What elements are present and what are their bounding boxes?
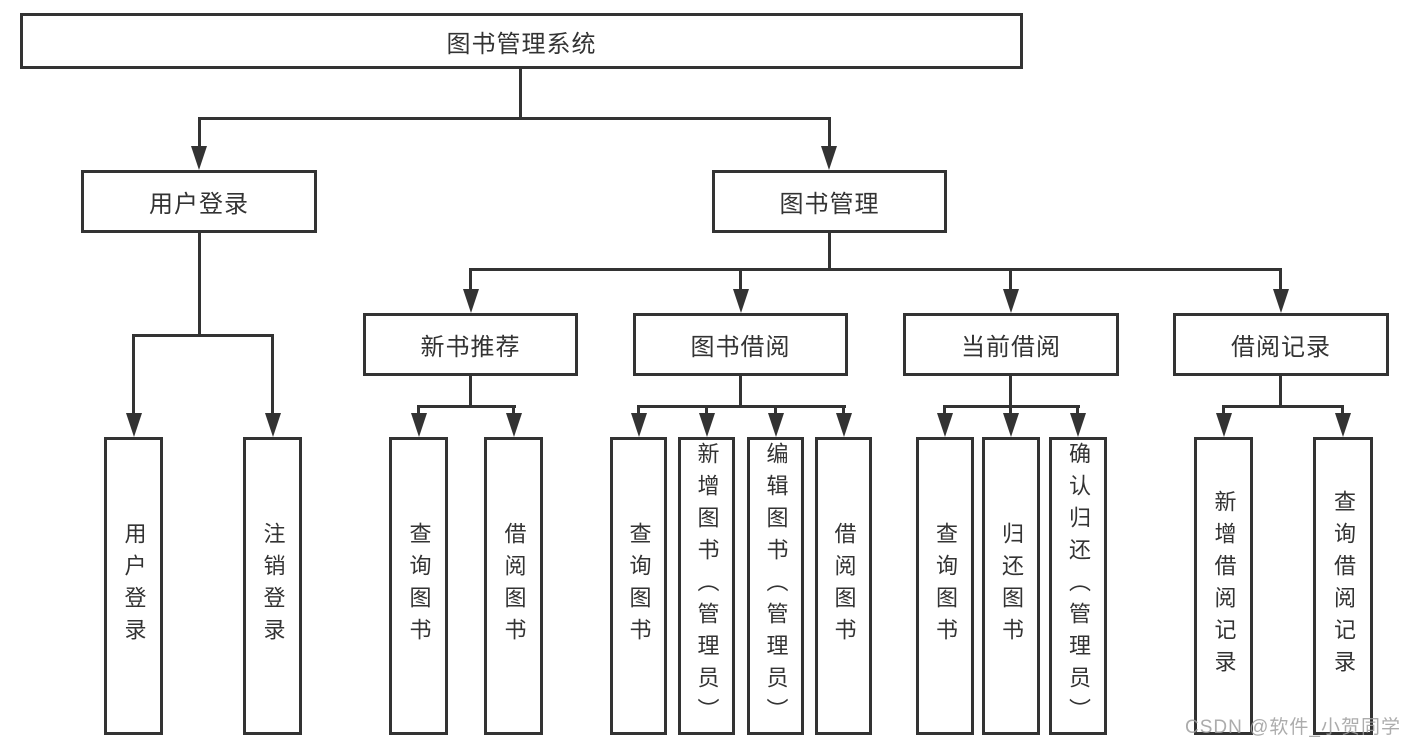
connector-line	[1279, 268, 1282, 291]
node-book-borrow: 图书借阅	[633, 313, 848, 376]
node-borrow-records: 借阅记录	[1173, 313, 1389, 376]
leaf-return-books-label: 归还图书	[999, 522, 1024, 650]
arrow-down	[126, 413, 142, 437]
connector-line	[198, 117, 831, 120]
node-book-borrow-label: 图书借阅	[690, 334, 791, 361]
connector-line	[842, 405, 845, 415]
arrow-down	[768, 413, 784, 437]
leaf-query-books-recommend: 查询图书	[389, 437, 448, 735]
connector-line	[1009, 268, 1012, 291]
connector-line	[828, 233, 831, 270]
connector-line	[519, 69, 522, 120]
connector-line	[705, 405, 708, 415]
arrow-down	[191, 146, 207, 170]
leaf-borrow-books-recommend: 借阅图书	[484, 437, 543, 735]
arrow-down	[1273, 289, 1289, 313]
node-current-borrow-label: 当前借阅	[961, 334, 1061, 361]
leaf-borrow-books: 借阅图书	[815, 437, 872, 735]
leaf-query-books-borrow-label: 查询图书	[626, 522, 652, 650]
leaf-query-books-current-label: 查询图书	[933, 522, 958, 650]
leaf-edit-books-admin: 编辑图书（管理员）	[747, 437, 804, 735]
connector-line	[774, 405, 777, 415]
arrow-down	[265, 413, 281, 437]
connector-line	[417, 405, 516, 408]
connector-line	[1009, 376, 1012, 407]
connector-line	[1076, 405, 1079, 415]
arrow-down	[836, 413, 852, 437]
arrow-down	[1003, 289, 1019, 313]
arrow-down	[1335, 413, 1351, 437]
arrow-down	[1216, 413, 1232, 437]
arrow-down	[937, 413, 953, 437]
arrow-down	[506, 413, 522, 437]
connector-line	[1009, 405, 1012, 415]
node-user-login: 用户登录	[81, 170, 317, 233]
leaf-borrow-books-recommend-label: 借阅图书	[501, 522, 527, 650]
node-root-system: 图书管理系统	[20, 13, 1023, 69]
connector-line	[1222, 405, 1344, 408]
connector-line	[1341, 405, 1344, 415]
connector-line	[469, 376, 472, 407]
connector-line	[637, 405, 640, 415]
leaf-user-login: 用户登录	[104, 437, 163, 735]
connector-line	[739, 376, 742, 407]
arrow-down	[821, 146, 837, 170]
leaf-return-books: 归还图书	[982, 437, 1040, 735]
arrow-down	[1003, 413, 1019, 437]
leaf-query-borrow-record: 查询借阅记录	[1313, 437, 1373, 735]
leaf-add-borrow-record-label: 新增借阅记录	[1211, 490, 1237, 682]
leaf-confirm-return-admin: 确认归还（管理员）	[1049, 437, 1107, 735]
node-book-management-label: 图书管理	[779, 191, 880, 218]
node-root-label: 图书管理系统	[446, 30, 597, 58]
arrow-down	[411, 413, 427, 437]
connector-line	[198, 233, 201, 336]
leaf-add-books-admin-label: 新增图书（管理员）	[694, 442, 720, 730]
leaf-query-books-current: 查询图书	[916, 437, 974, 735]
connector-line	[739, 268, 742, 291]
arrow-down	[699, 413, 715, 437]
node-user-login-label: 用户登录	[149, 191, 249, 218]
connector-line	[943, 405, 946, 415]
leaf-add-borrow-record: 新增借阅记录	[1194, 437, 1253, 735]
leaf-query-borrow-record-label: 查询借阅记录	[1331, 490, 1356, 682]
connector-line	[828, 117, 831, 149]
leaf-user-login-label: 用户登录	[121, 522, 147, 650]
leaf-confirm-return-admin-label: 确认归还（管理员）	[1066, 442, 1091, 730]
connector-line	[132, 334, 274, 337]
leaf-edit-books-admin-label: 编辑图书（管理员）	[763, 442, 789, 730]
node-book-management: 图书管理	[712, 170, 947, 233]
arrow-down	[733, 289, 749, 313]
node-current-borrow: 当前借阅	[903, 313, 1119, 376]
connector-line	[637, 405, 846, 408]
connector-line	[512, 405, 515, 415]
connector-line	[417, 405, 420, 415]
connector-line	[469, 268, 1282, 271]
node-new-book-recommend: 新书推荐	[363, 313, 578, 376]
connector-line	[198, 117, 201, 149]
connector-line	[1222, 405, 1225, 415]
node-new-book-recommend-label: 新书推荐	[420, 334, 521, 361]
leaf-logout-login-label: 注销登录	[260, 522, 286, 650]
arrow-down	[631, 413, 647, 437]
arrow-down	[1070, 413, 1086, 437]
connector-line	[1279, 376, 1282, 407]
arrow-down	[463, 289, 479, 313]
leaf-logout-login: 注销登录	[243, 437, 302, 735]
connector-line	[271, 334, 274, 414]
connector-line	[132, 334, 135, 414]
connector-line	[469, 268, 472, 291]
node-borrow-records-label: 借阅记录	[1231, 334, 1331, 361]
leaf-add-books-admin: 新增图书（管理员）	[678, 437, 735, 735]
watermark: CSDN @软件_小贺同学	[1185, 717, 1401, 738]
leaf-query-books-borrow: 查询图书	[610, 437, 667, 735]
leaf-borrow-books-label: 借阅图书	[831, 522, 857, 650]
leaf-query-books-recommend-label: 查询图书	[406, 522, 432, 650]
